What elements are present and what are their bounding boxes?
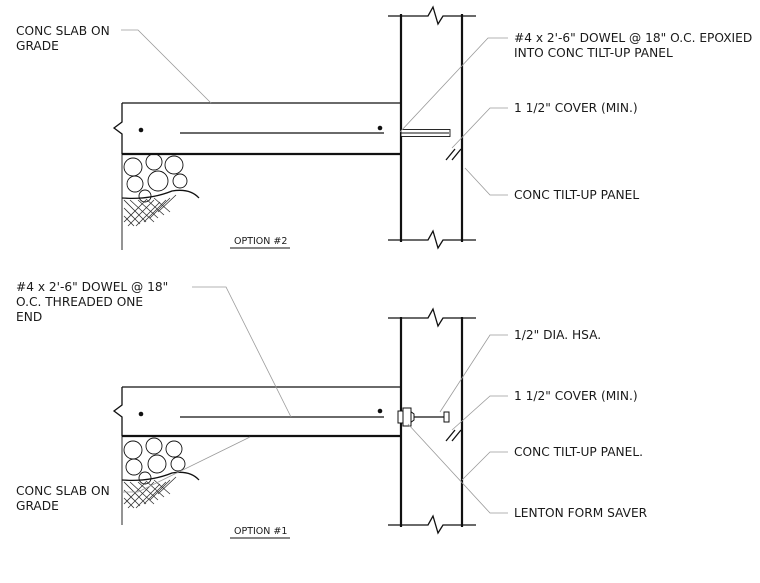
epoxied-dowel — [400, 129, 451, 137]
slab-on-grade-label: CONC SLAB ON — [16, 24, 110, 38]
slab-on-grade-label-line2: GRADE — [16, 39, 59, 53]
gravel-base-bottom — [123, 437, 186, 485]
option-2-detail: CONC SLAB ON GRADE #4 x 2'-6" DOWEL @ 18… — [16, 5, 752, 250]
tilt-up-panel-top — [388, 5, 476, 250]
leader-lines-bottom — [121, 286, 508, 514]
threaded-dowel-label-line3: END — [16, 310, 42, 324]
hsa-label: 1/2" DIA. HSA. — [514, 328, 601, 342]
option-1-detail: #4 x 2'-6" DOWEL @ 18" O.C. THREADED ONE… — [16, 280, 648, 539]
soil-hatch-top — [121, 189, 200, 227]
gravel-base-top — [123, 153, 188, 203]
dowel-epoxied-label-line2: INTO CONC TILT-UP PANEL — [514, 46, 673, 60]
form-saver-label: LENTON FORM SAVER — [514, 506, 648, 520]
leader-lines-top — [121, 29, 508, 196]
cover-label: 1 1/2" COVER (MIN.) — [514, 101, 638, 115]
tilt-up-panel-label: CONC TILT-UP PANEL — [514, 188, 639, 202]
soil-hatch-bottom — [121, 471, 200, 509]
cover-dimension-marker-top — [445, 148, 462, 161]
dowel-epoxied-label: #4 x 2'-6" DOWEL @ 18" O.C. EPOXIED — [514, 31, 752, 45]
slab-on-grade-label-line2: GRADE — [16, 499, 59, 513]
concrete-slab-top — [112, 102, 401, 250]
threaded-dowel-label: #4 x 2'-6" DOWEL @ 18" — [16, 280, 168, 294]
threaded-dowel-label-line2: O.C. THREADED ONE — [16, 295, 143, 309]
option-1-title: OPTION #1 — [234, 526, 287, 537]
tilt-up-panel-label: CONC TILT-UP PANEL. — [514, 445, 643, 459]
cover-dimension-marker-bottom — [445, 429, 462, 442]
slab-on-grade-label: CONC SLAB ON — [16, 484, 110, 498]
option-2-title: OPTION #2 — [234, 236, 287, 247]
cover-label: 1 1/2" COVER (MIN.) — [514, 389, 638, 403]
form-saver-and-hsa — [397, 407, 450, 427]
concrete-slab-bottom — [112, 386, 401, 525]
